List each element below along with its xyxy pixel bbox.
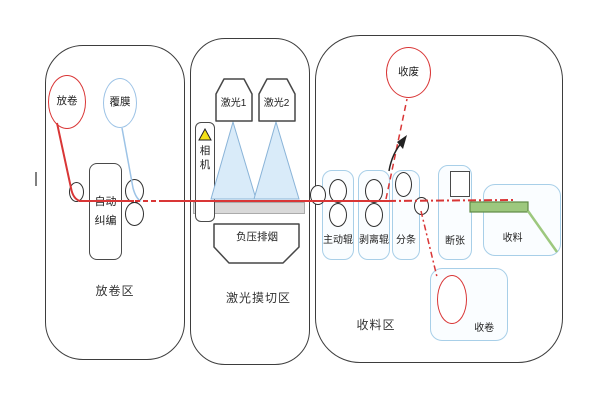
auto-correct-box: 自动纠编 [89, 163, 122, 260]
unwind-roll-label: 放卷 [56, 95, 78, 108]
zone-unwind-label: 放卷区 [95, 284, 135, 298]
unwind-roll-circle: 放卷 [48, 75, 86, 129]
laser1-label: 激光1 [220, 98, 247, 109]
rewind-path-line [420, 210, 438, 278]
zone-laser-label: 激光摸切区 [225, 291, 291, 305]
drive-roller-bottom [329, 203, 347, 227]
laser2-label: 激光2 [263, 98, 290, 109]
laminate-label: 覆膜 [109, 96, 131, 109]
rewind-label: 收卷 [474, 323, 495, 334]
collect-chute-line [526, 210, 559, 253]
laser2-head [258, 78, 296, 122]
zone-collect-label: 收料区 [356, 318, 396, 332]
warning-triangle-icon [198, 128, 212, 141]
rewind-box: 收卷 [430, 268, 508, 341]
collect-material-label: 收料 [502, 233, 523, 244]
web-line-dashdot [387, 199, 514, 202]
drive-roller-label: 主动辊 [323, 235, 353, 246]
collect-material-box: 收料 [483, 184, 561, 256]
laser1-beam [210, 120, 257, 200]
laminate-feed-line [121, 127, 142, 202]
camera-box: 相机 [195, 122, 215, 222]
exhaust-label: 负压排烟 [236, 231, 278, 243]
exhaust-hood [213, 223, 300, 264]
cutting-platform [193, 202, 305, 214]
sheet-break-blade [450, 171, 470, 197]
waste-arrow-head [397, 135, 407, 149]
camera-label: 相机 [199, 145, 211, 172]
peel-roller-top [365, 179, 383, 203]
unwind-feed-line [56, 122, 81, 202]
drive-roller-top [329, 179, 347, 203]
collect-conveyor-bar [469, 201, 529, 213]
peel-roller-bottom [365, 203, 383, 227]
peel-roller-label: 剥离辊 [359, 235, 389, 246]
laser1-head [215, 78, 253, 122]
waste-circle: 收废 [386, 47, 431, 98]
laminate-circle: 覆膜 [103, 78, 137, 128]
unwind-guide-roller [69, 182, 84, 202]
nip-roller-bottom [125, 202, 144, 226]
rewind-roll-circle [437, 275, 467, 324]
sheet-break-label: 断张 [445, 236, 465, 247]
slitting-label: 分条 [396, 235, 416, 246]
waste-label: 收废 [398, 65, 419, 78]
laser2-beam [253, 120, 300, 200]
sheet-break-box: 断张 [438, 165, 472, 260]
slitting-roller [395, 172, 412, 197]
